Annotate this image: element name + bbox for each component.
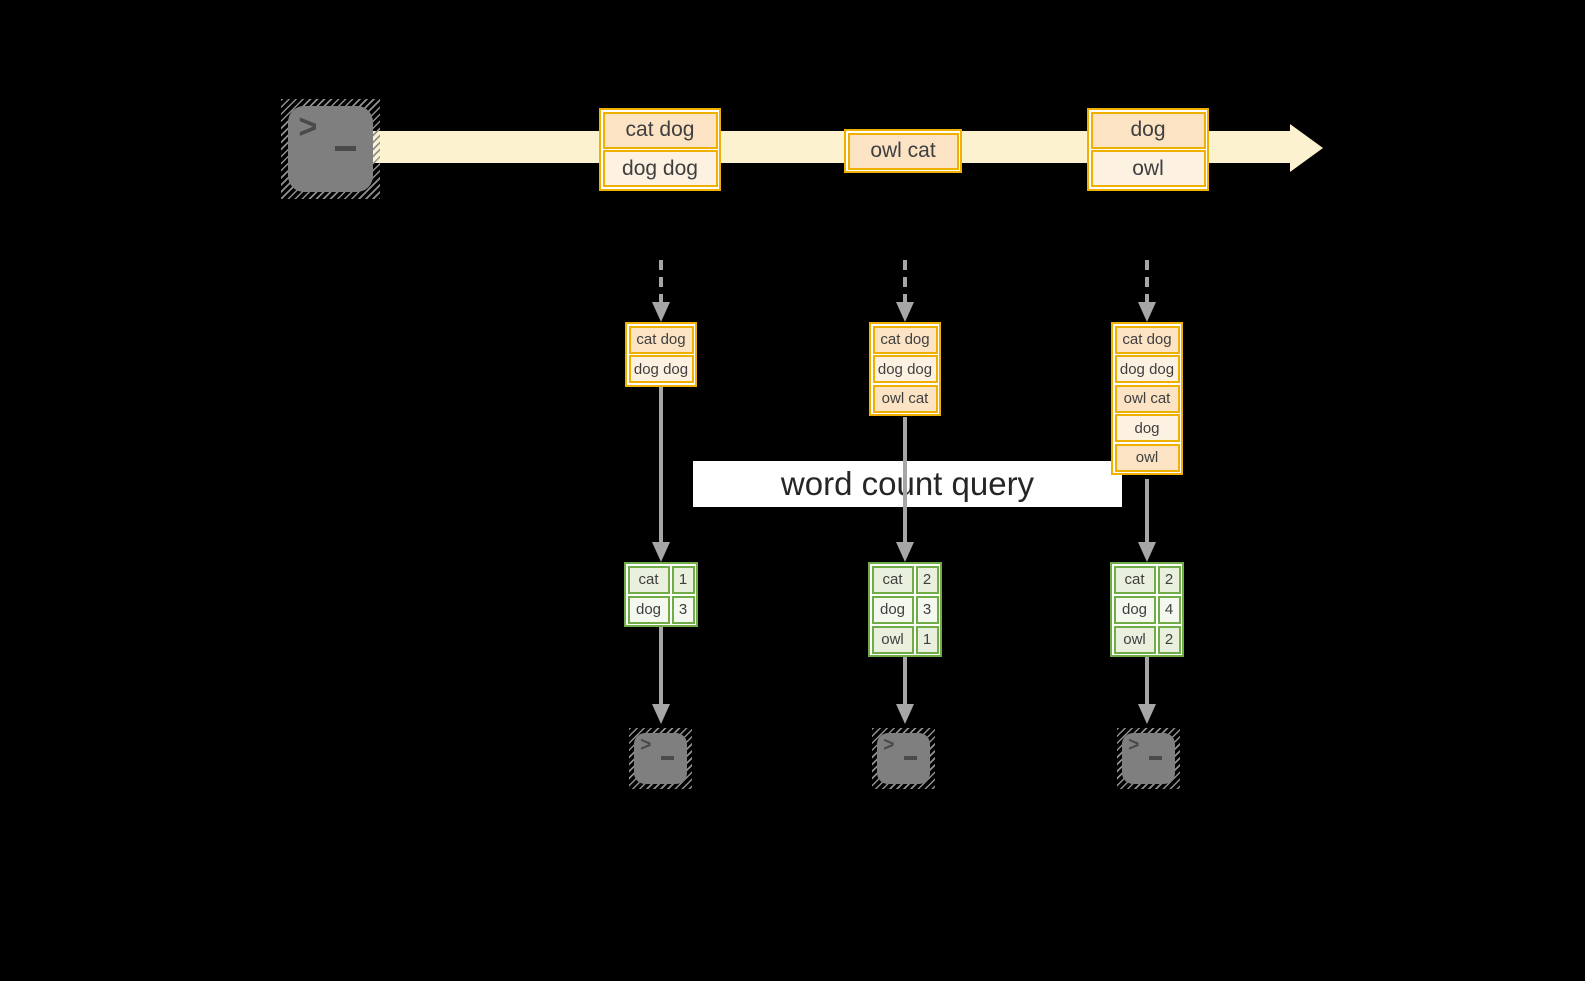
query-arrow-shaft (1145, 479, 1149, 542)
count-cell: 1 (671, 565, 695, 594)
word-cell: dog (1113, 595, 1156, 624)
buffer-row: owl (1114, 443, 1180, 472)
word-cell: owl (1113, 625, 1156, 654)
output-arrow-shaft (903, 657, 907, 704)
word-cell: dog (871, 595, 914, 624)
prompt-chevron-icon: > (1128, 734, 1140, 756)
buffer-row: dog dog (1114, 355, 1180, 383)
query-arrowhead-icon (652, 542, 670, 562)
count-cell: 4 (1157, 595, 1181, 624)
ingest-arrow-shaft (659, 260, 663, 302)
buffer-row: dog (1114, 414, 1180, 442)
window-buffer: cat dog dog dog owl cat (869, 322, 941, 416)
event-line: owl cat (847, 132, 959, 170)
count-table: cat 2 dog 4 owl 2 (1110, 562, 1184, 657)
count-cell: 3 (671, 595, 695, 624)
buffer-row: cat dog (1114, 325, 1180, 354)
event-line: dog dog (602, 150, 718, 187)
ingest-arrowhead-icon (1138, 302, 1156, 322)
prompt-chevron-icon: > (640, 734, 652, 756)
query-arrow-shaft (903, 417, 907, 542)
event-line: owl (1090, 150, 1206, 187)
terminal-screen: > (634, 733, 687, 784)
word-cell: dog (627, 595, 670, 624)
event-line: cat dog (602, 111, 718, 149)
prompt-underscore-icon (335, 146, 356, 151)
count-table: cat 2 dog 3 owl 1 (868, 562, 942, 657)
ingest-arrow-shaft (903, 260, 907, 302)
output-terminal-icon: > (629, 728, 692, 789)
count-cell: 3 (915, 595, 939, 624)
query-arrow-shaft (659, 386, 663, 542)
ingest-arrowhead-icon (896, 302, 914, 322)
count-cell: 2 (1157, 625, 1181, 654)
count-cell: 1 (915, 625, 939, 654)
buffer-row: cat dog (872, 325, 938, 354)
query-label: word count query (780, 465, 1035, 502)
count-cell: 2 (915, 565, 939, 594)
count-table: cat 1 dog 3 (624, 562, 698, 627)
prompt-chevron-icon: > (298, 108, 318, 146)
terminal-screen: > (1122, 733, 1175, 784)
word-cell: cat (1113, 565, 1156, 594)
word-cell: owl (871, 625, 914, 654)
query-banner: word count query (693, 461, 1122, 507)
ingest-arrow-shaft (1145, 260, 1149, 302)
word-cell: cat (627, 565, 670, 594)
buffer-row: cat dog (628, 325, 694, 354)
ingest-arrowhead-icon (652, 302, 670, 322)
word-cell: cat (871, 565, 914, 594)
terminal-screen: > (288, 106, 373, 192)
window-buffer: cat dog dog dog owl cat dog owl (1111, 322, 1183, 475)
output-arrowhead-icon (652, 704, 670, 724)
output-terminal-icon: > (1117, 728, 1180, 789)
terminal-screen: > (877, 733, 930, 784)
count-cell: 2 (1157, 565, 1181, 594)
prompt-chevron-icon: > (883, 734, 895, 756)
event-line: dog (1090, 111, 1206, 149)
source-terminal-icon: > (281, 99, 380, 199)
window-buffer: cat dog dog dog (625, 322, 697, 387)
buffer-row: dog dog (628, 355, 694, 383)
buffer-row: dog dog (872, 355, 938, 383)
output-arrowhead-icon (896, 704, 914, 724)
query-arrowhead-icon (896, 542, 914, 562)
output-arrow-shaft (1145, 657, 1149, 704)
buffer-row: owl cat (1114, 384, 1180, 413)
stream-event: owl cat (844, 129, 962, 173)
query-arrowhead-icon (1138, 542, 1156, 562)
stream-event: dog owl (1087, 108, 1209, 191)
prompt-underscore-icon (1149, 756, 1162, 760)
stream-event: cat dog dog dog (599, 108, 721, 191)
prompt-underscore-icon (904, 756, 917, 760)
output-arrowhead-icon (1138, 704, 1156, 724)
output-terminal-icon: > (872, 728, 935, 789)
output-arrow-shaft (659, 627, 663, 704)
stream-arrowhead-icon (1290, 124, 1323, 172)
prompt-underscore-icon (661, 756, 674, 760)
buffer-row: owl cat (872, 384, 938, 413)
